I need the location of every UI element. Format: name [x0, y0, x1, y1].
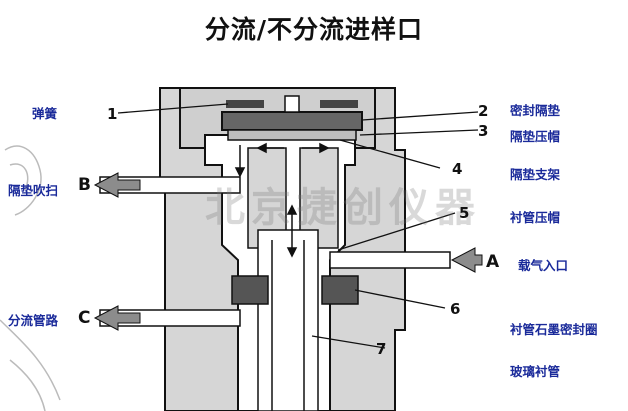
callout-2: 2: [478, 102, 489, 120]
spring: [226, 100, 358, 108]
arrow-c: [93, 305, 141, 331]
label-carrier-inlet: 载气入口: [518, 258, 569, 273]
needle-guide: [284, 95, 300, 113]
callout-6: 6: [450, 300, 461, 318]
septum-support: [227, 129, 357, 141]
callout-4: 4: [452, 160, 463, 178]
page-title: 分流/不分流进样口: [204, 15, 424, 44]
label-graphite-seal: 衬管石墨密封圈: [510, 322, 598, 337]
graphite-seal-left: [231, 275, 269, 305]
glass-liner: [257, 229, 319, 411]
watermark: 北京捷创仪器: [205, 185, 481, 231]
label-septum-cap: 隔垫压帽: [510, 129, 561, 144]
label-spring: 弹簧: [32, 106, 58, 121]
label-split-line: 分流管路: [8, 313, 59, 328]
port-a: A: [486, 252, 500, 272]
carrier-inlet-line: [329, 251, 451, 269]
graphite-seal-right: [321, 275, 359, 305]
label-glass-liner: 玻璃衬管: [510, 364, 561, 379]
callout-3: 3: [478, 122, 489, 140]
callout-5: 5: [459, 204, 470, 222]
arrow-b: [93, 172, 141, 198]
callout-1: 1: [107, 105, 118, 123]
flow-arrows: [234, 142, 330, 258]
label-septum-support: 隔垫支架: [510, 167, 561, 182]
arrow-a: [450, 247, 483, 273]
port-b: B: [78, 175, 91, 195]
callout-leaders: [117, 103, 479, 349]
label-sealing-septum: 密封隔垫: [510, 103, 561, 118]
label-septum-purge: 隔垫吹扫: [8, 183, 59, 198]
sealing-septum: [221, 111, 363, 131]
hand-sketch: [0, 145, 61, 411]
port-c: C: [78, 308, 91, 328]
callout-7: 7: [376, 340, 387, 358]
label-liner-cap: 衬管压帽: [510, 210, 561, 225]
